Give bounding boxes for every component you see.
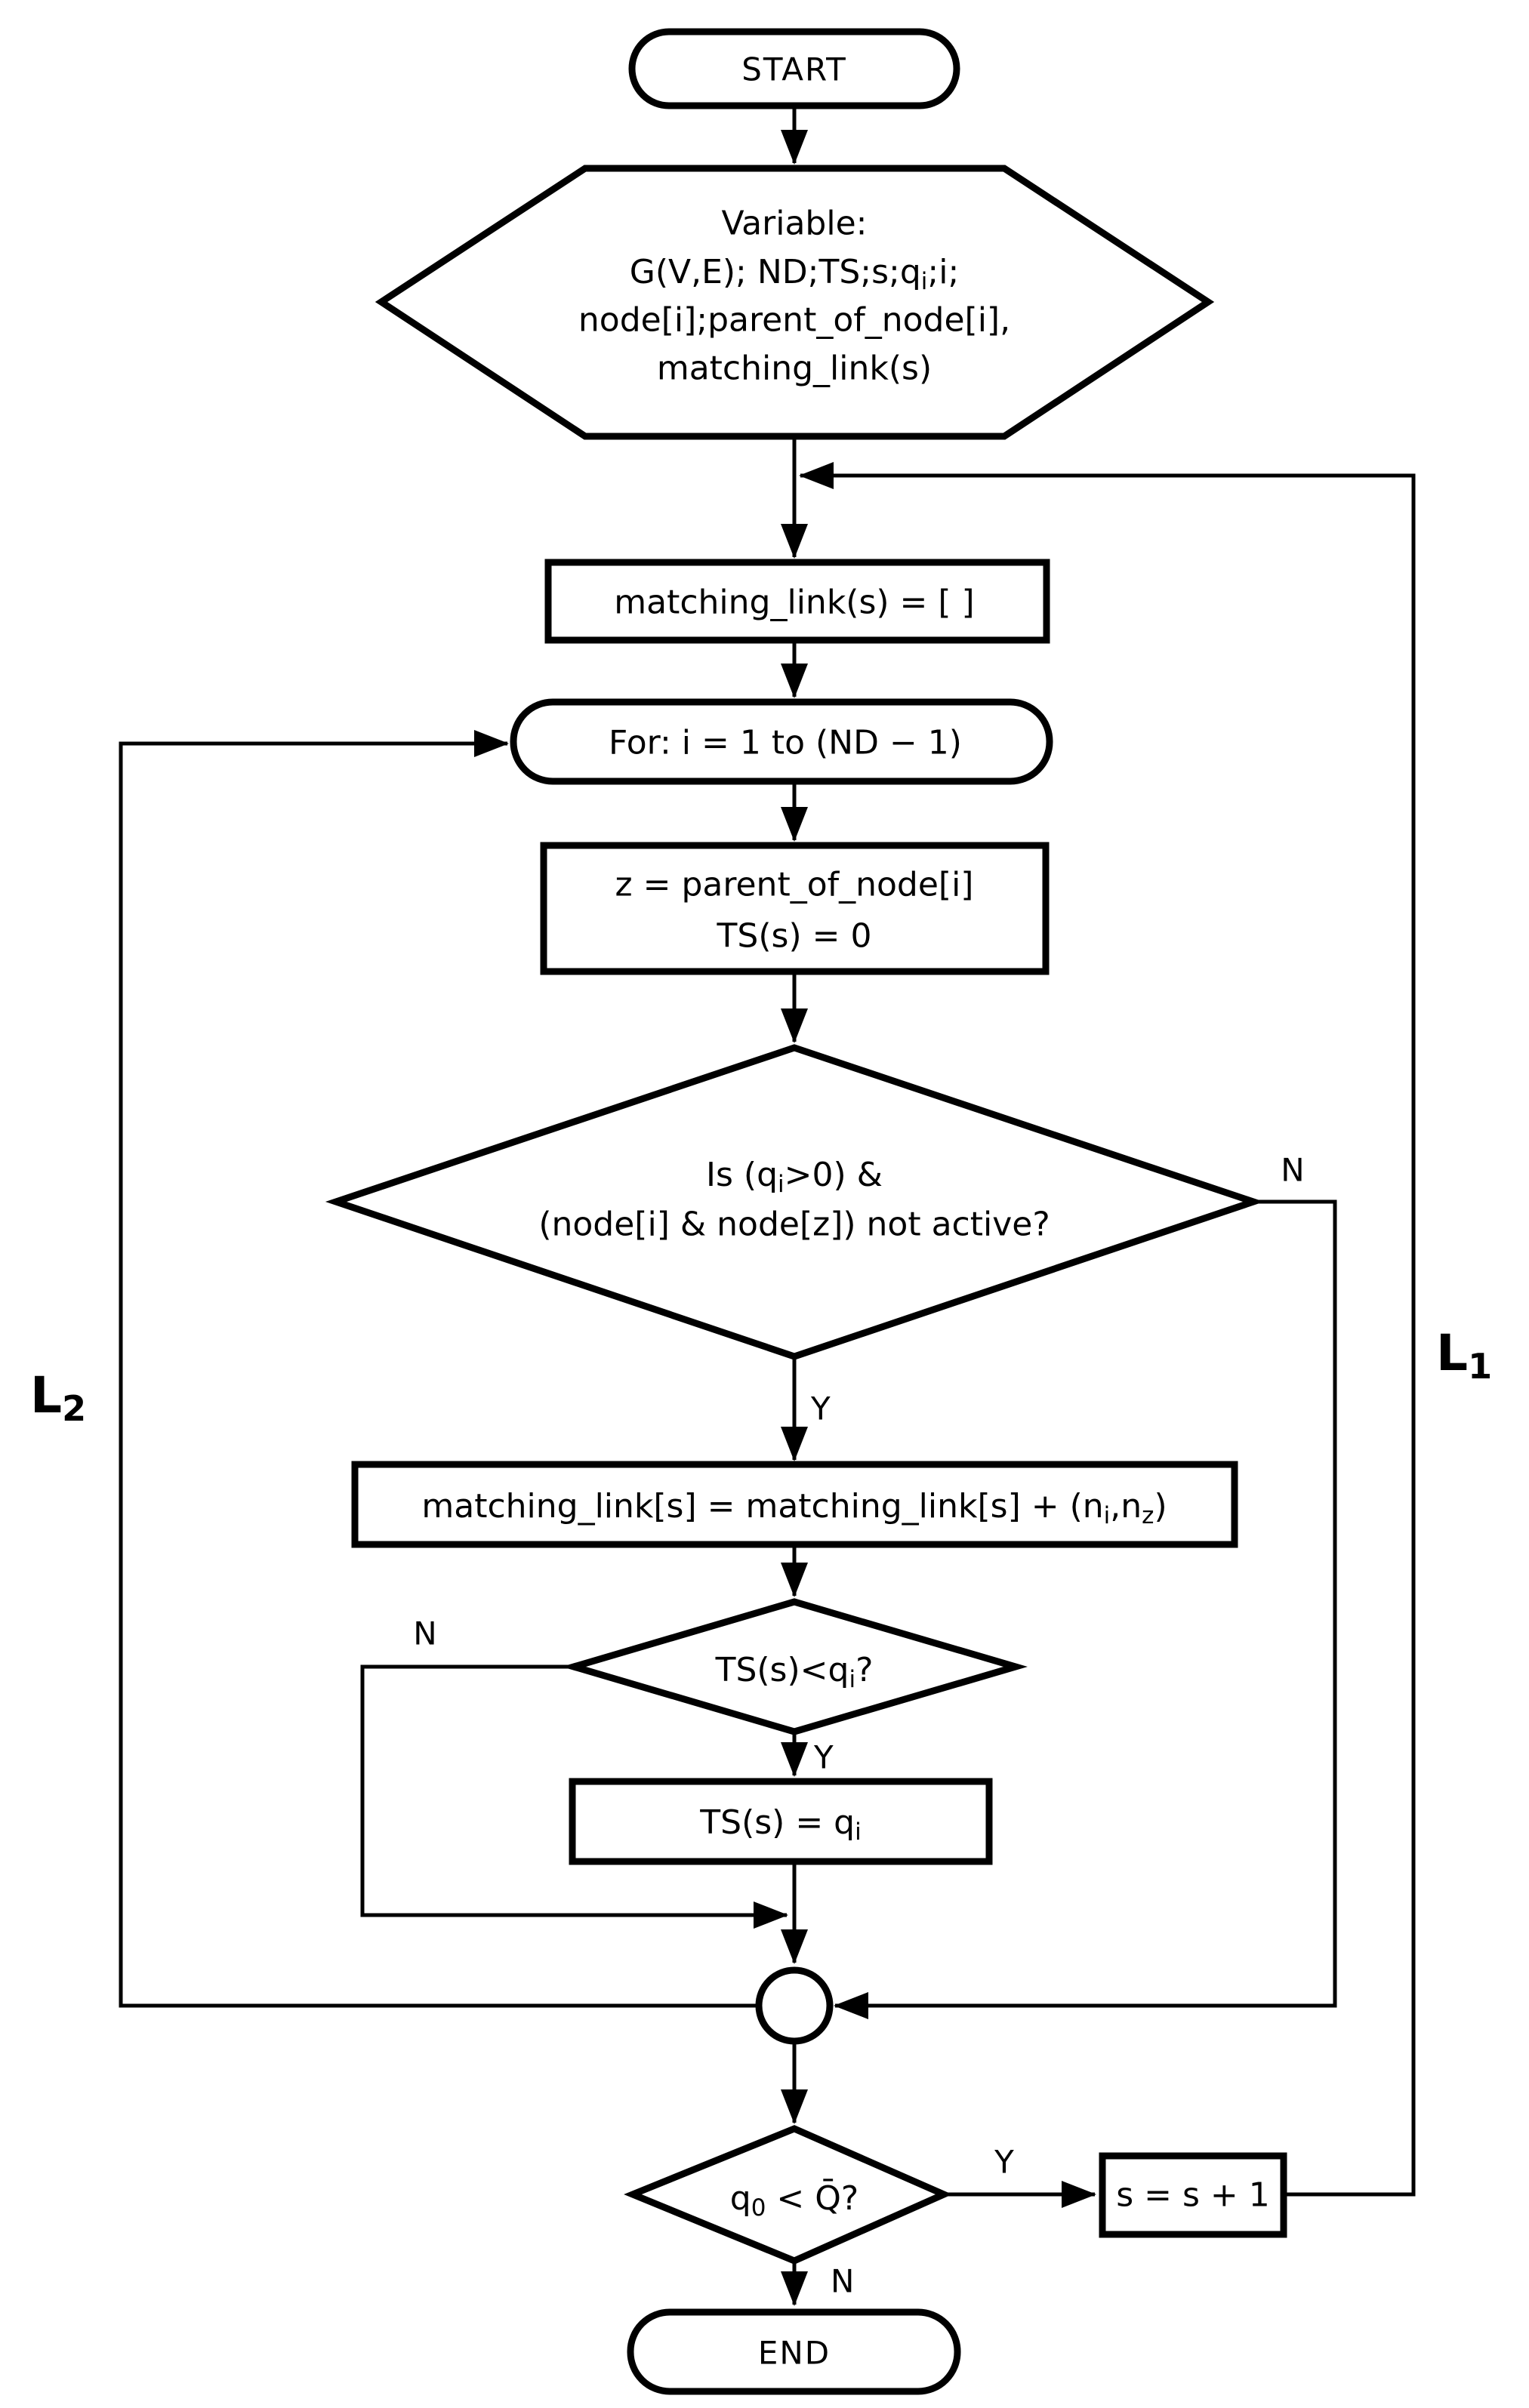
branch-label-q-yes: Y xyxy=(994,2144,1014,2181)
check-active-line2: (node[i] & node[z]) not active? xyxy=(538,1206,1050,1244)
end-label: END xyxy=(758,2335,831,2372)
check-ts-label: TS(s)<qi? xyxy=(715,1651,874,1694)
init-matching-label: matching_link(s) = [ ] xyxy=(614,584,974,622)
check-active-diamond xyxy=(325,1044,1265,1360)
set-parent-rect xyxy=(540,842,1050,975)
variables-line1: Variable: xyxy=(722,205,868,243)
start-terminator xyxy=(628,28,960,109)
loop-label-l2: L2 xyxy=(30,1366,86,1430)
increment-s-label: s = s + 1 xyxy=(1116,2176,1270,2215)
check-ts-diamond xyxy=(562,1598,1028,1735)
edge-loop-l2 xyxy=(119,730,758,2008)
variables-hexagon xyxy=(375,165,1215,440)
check-active-line1: Is (qi>0) & xyxy=(706,1156,883,1199)
branch-label-ts-yes: Y xyxy=(813,1739,834,1776)
edge-loop-l1 xyxy=(799,462,1416,2197)
check-q-diamond xyxy=(624,2125,953,2265)
branch-label-active-no: N xyxy=(1281,1152,1304,1189)
set-parent-line1: z = parent_of_node[i] xyxy=(615,866,974,904)
for-loop-stadium xyxy=(510,698,1053,785)
edge-checkactive-no xyxy=(834,1199,1337,2019)
branch-label-active-yes: Y xyxy=(810,1390,831,1427)
add-link-label: matching_link[s] = matching_link[s] + (n… xyxy=(421,1487,1167,1530)
set-ts-label: TS(s) = qi xyxy=(699,1803,861,1846)
set-ts-rect xyxy=(569,1778,993,1865)
increment-s-rect xyxy=(1099,2152,1287,2238)
branch-label-ts-no: N xyxy=(413,1615,436,1652)
set-parent-line2: TS(s) = 0 xyxy=(717,917,872,956)
edge-checkts-no xyxy=(360,1664,788,1929)
start-label: START xyxy=(741,51,847,88)
variables-line2: G(V,E); ND;TS;s;qi;i; xyxy=(630,253,960,296)
variables-line3: node[i];parent_of_node[i], xyxy=(578,301,1010,340)
branch-label-q-no: N xyxy=(831,2263,854,2300)
init-matching-rect xyxy=(544,559,1050,644)
loop-label-l1: L1 xyxy=(1436,1324,1492,1387)
check-q-label: q0 < Q̄? xyxy=(730,2177,859,2222)
add-link-rect xyxy=(351,1461,1238,1548)
end-terminator xyxy=(627,2308,961,2395)
junction-circle xyxy=(755,1966,834,2045)
for-loop-label: For: i = 1 to (ND − 1) xyxy=(609,724,962,762)
variables-line4: matching_link(s) xyxy=(657,349,932,388)
